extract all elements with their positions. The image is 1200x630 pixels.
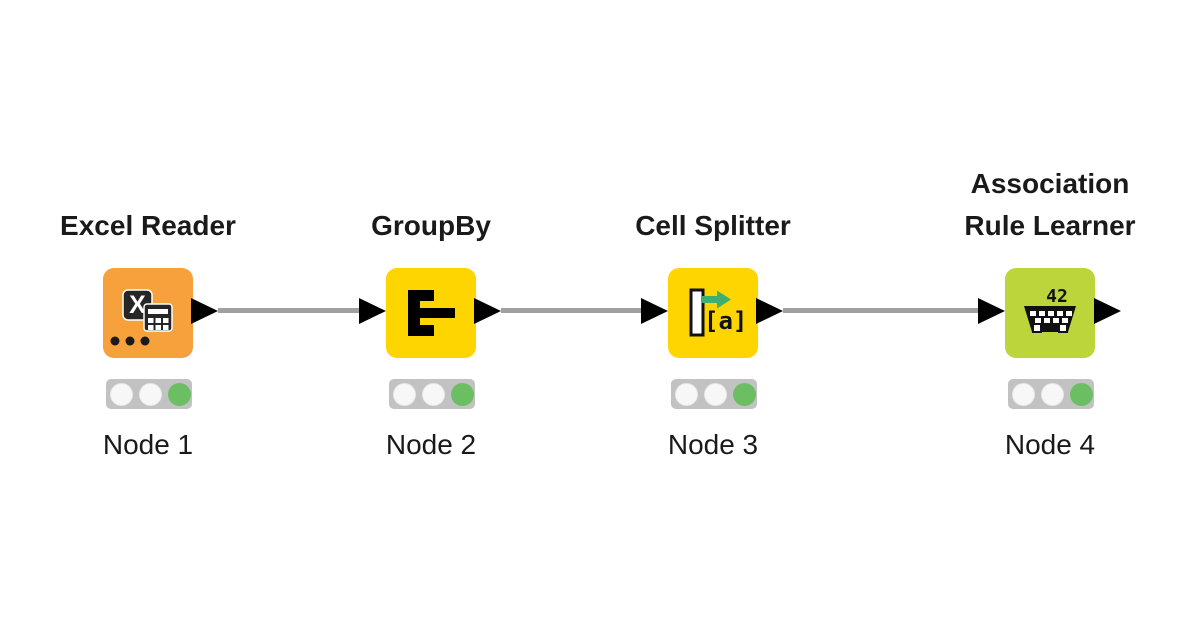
status-green-light — [168, 382, 191, 406]
status-yellow-light — [422, 382, 445, 406]
status-red-light — [110, 382, 133, 406]
svg-text:42: 42 — [1046, 286, 1068, 307]
node-status-traffic-light — [671, 379, 757, 409]
node-title: Cell Splitter — [635, 210, 791, 241]
svg-text:X: X — [129, 291, 146, 319]
status-green-light — [1070, 382, 1093, 406]
status-red-light — [393, 382, 416, 406]
output-port[interactable] — [756, 298, 783, 324]
node-groupby[interactable] — [386, 268, 476, 358]
node-title: Association Rule Learner — [964, 168, 1136, 241]
excel-reader-icon: X — [110, 289, 173, 346]
node-title: GroupBy — [371, 210, 491, 241]
connection-node3-node4[interactable] — [783, 308, 978, 313]
status-yellow-light — [1041, 382, 1064, 406]
groupby-icon — [408, 290, 455, 336]
status-red-light — [1012, 382, 1035, 406]
node-excel-reader[interactable]: X — [103, 268, 193, 358]
node-label: Node 3 — [667, 429, 759, 460]
association-rule-learner-icon: 42 — [1024, 286, 1076, 333]
node-label: Node 2 — [385, 429, 477, 460]
input-port[interactable] — [978, 298, 1005, 324]
cell-splitter-icon: [a] — [689, 288, 747, 337]
node-label: Node 4 — [1004, 429, 1096, 460]
svg-text:[a]: [a] — [704, 307, 747, 335]
output-port[interactable] — [474, 298, 501, 324]
input-port[interactable] — [641, 298, 668, 324]
node-status-traffic-light — [1008, 379, 1094, 409]
output-port[interactable] — [191, 298, 218, 324]
node-label: Node 1 — [102, 429, 194, 460]
node-title: Excel Reader — [60, 210, 236, 241]
node-cell-splitter[interactable]: [a] — [668, 268, 758, 358]
status-green-light — [451, 382, 474, 406]
connection-node1-node2[interactable] — [218, 308, 359, 313]
node-status-traffic-light — [106, 379, 192, 409]
status-yellow-light — [139, 382, 162, 406]
output-port[interactable] — [1094, 298, 1121, 324]
status-green-light — [733, 382, 756, 406]
status-red-light — [675, 382, 698, 406]
node-status-traffic-light — [389, 379, 475, 409]
input-port[interactable] — [359, 298, 386, 324]
connection-node2-node3[interactable] — [501, 308, 641, 313]
status-yellow-light — [704, 382, 727, 406]
node-association-rule-learner[interactable]: 42 — [1005, 268, 1095, 358]
